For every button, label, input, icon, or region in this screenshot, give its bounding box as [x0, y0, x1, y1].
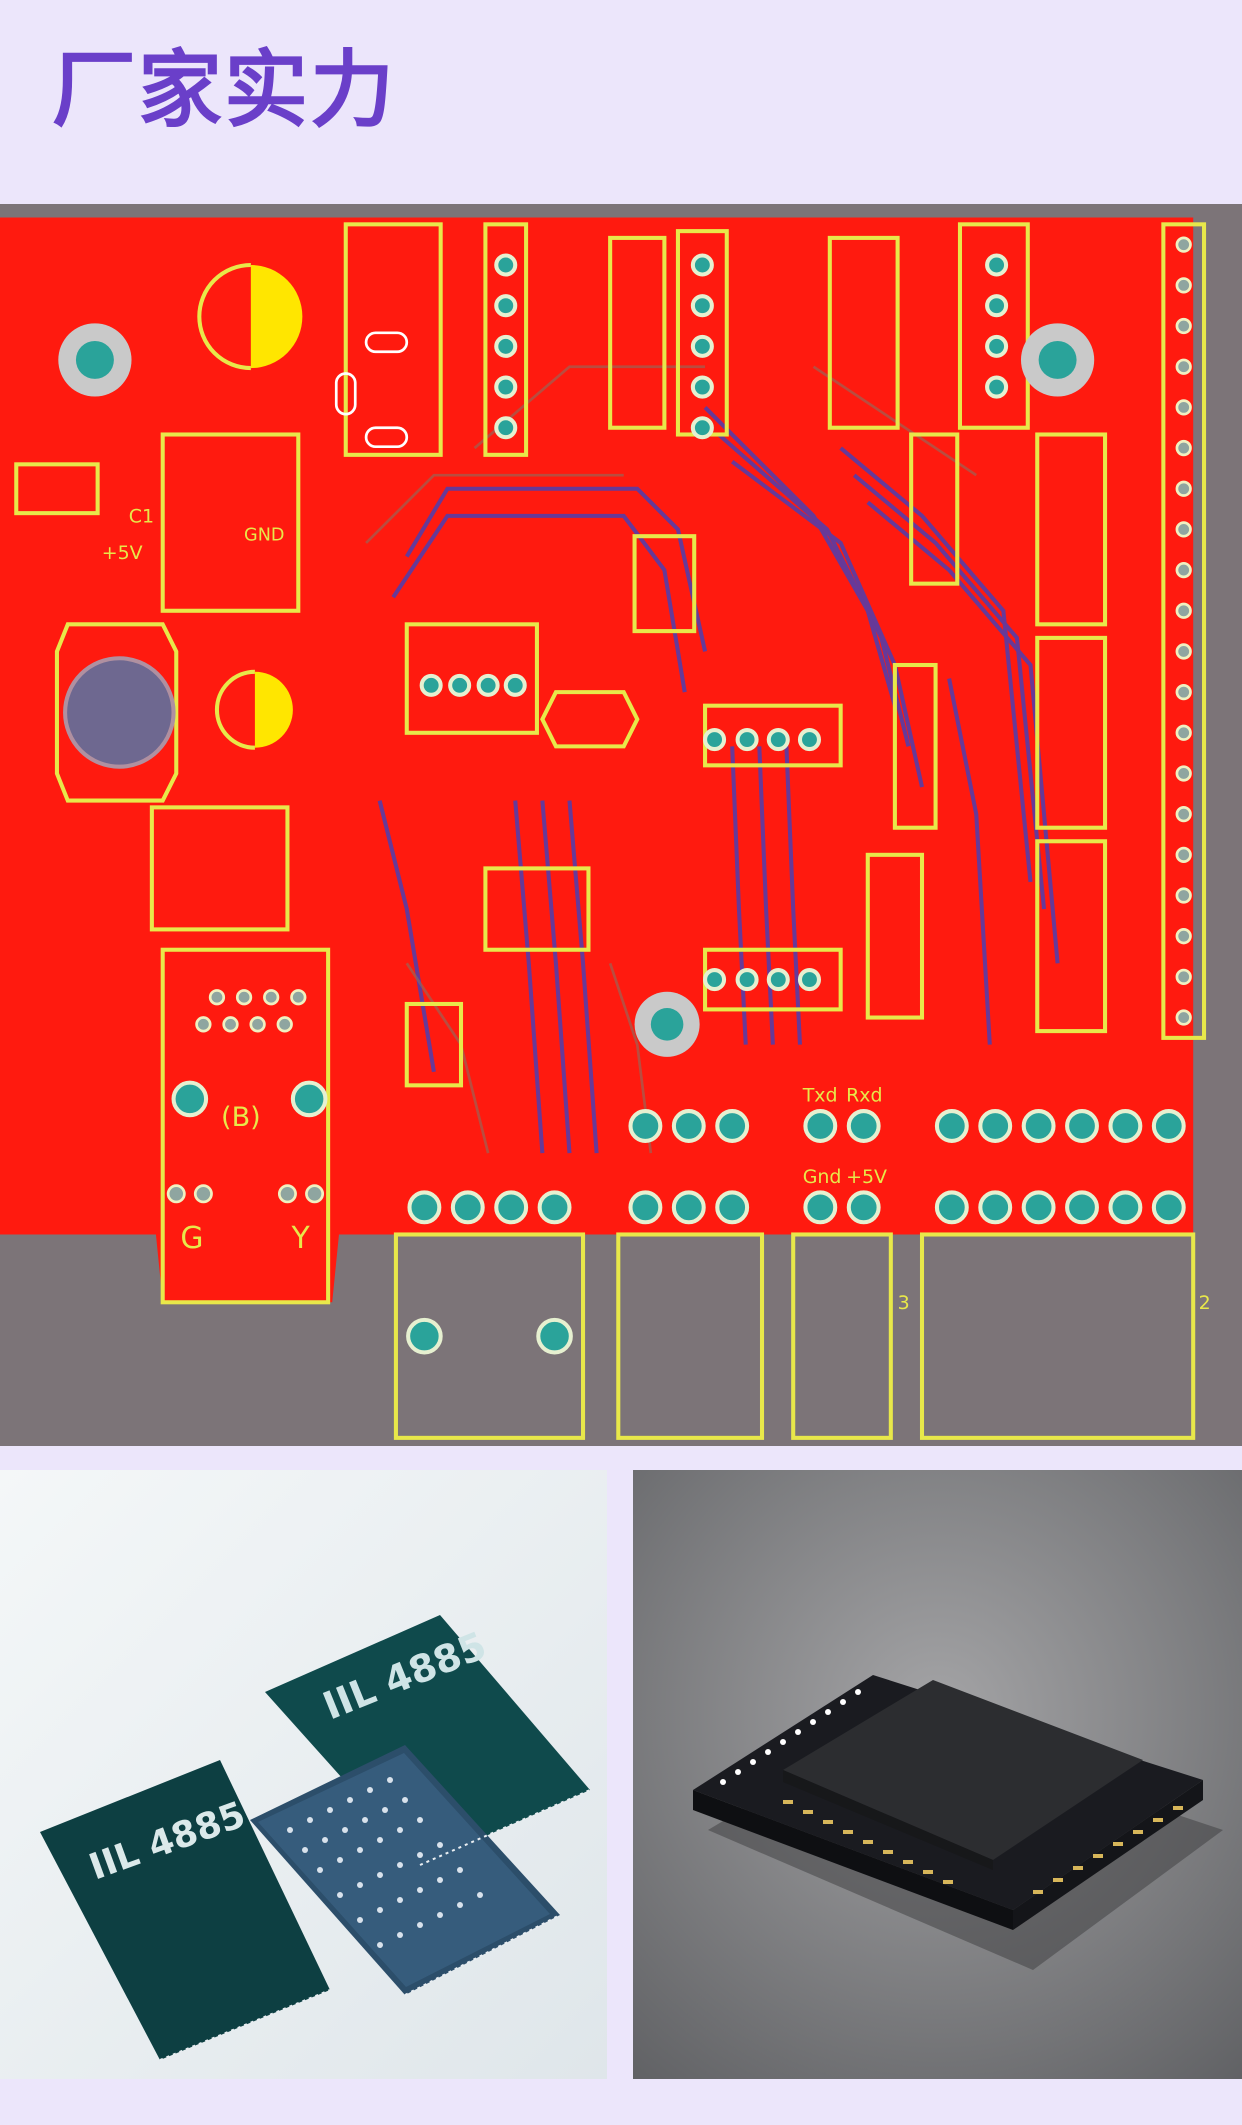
pcb-label-g: G: [180, 1221, 203, 1256]
pcb-label-connector-b: (B): [221, 1102, 261, 1133]
pcb-label-3: 3: [898, 1292, 910, 1314]
pcb-label-2: 2: [1199, 1292, 1211, 1314]
pcb-layout-image: C1 GND +5V (B) G Y Txd Rxd Gnd +5V 3 2: [0, 204, 1242, 1446]
chip-photo-right: [633, 1470, 1242, 2079]
pcb-label-y: Y: [291, 1221, 311, 1256]
pcb-label-gnd: Gnd: [803, 1166, 842, 1188]
pcb-label-5v-b: +5V: [846, 1166, 887, 1188]
chip-photo-left: IIL 4885 IIL 4885: [0, 1470, 607, 2079]
pcb-label-gnd-box: GND: [244, 525, 284, 545]
page-title: 厂家实力: [52, 41, 397, 139]
pcb-label-c1: C1: [129, 506, 154, 528]
pcb-label-txd: Txd: [802, 1085, 838, 1107]
pcb-label-5v: +5V: [102, 542, 143, 564]
pcb-label-rxd: Rxd: [846, 1085, 882, 1107]
